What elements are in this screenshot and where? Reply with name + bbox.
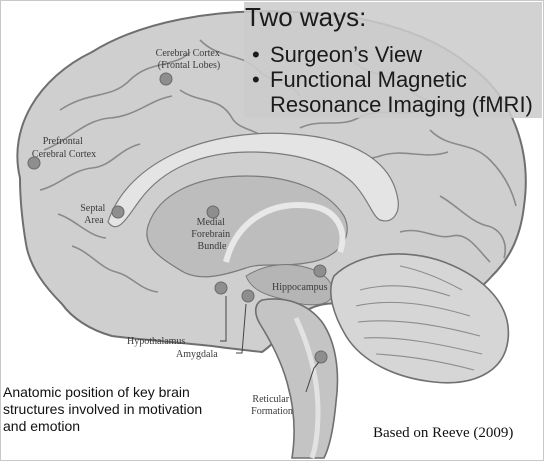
- marker-amygdala: [242, 290, 254, 302]
- label-line: Prefrontal: [43, 136, 83, 147]
- label-line: Reticular: [252, 394, 289, 405]
- label-line: Area: [84, 215, 104, 226]
- bullet-text: Functional Magnetic Resonance Imaging (f…: [270, 67, 533, 117]
- marker-cerebral-cortex: [160, 73, 172, 85]
- callout-box: Two ways: Surgeon’s View Functional Magn…: [244, 2, 542, 118]
- source-credit: Based on Reeve (2009): [373, 425, 513, 442]
- marker-hypothalamus: [215, 282, 227, 294]
- bullet-item: Surgeon’s View: [252, 42, 533, 67]
- label-line: Bundle: [198, 241, 227, 252]
- marker-hippocampus: [314, 265, 326, 277]
- marker-reticular-formation: [315, 351, 327, 363]
- bullet-item: Functional Magnetic Resonance Imaging (f…: [252, 67, 533, 117]
- marker-septal-area: [112, 206, 124, 218]
- label-hypothalamus: Hypothalamus: [127, 336, 185, 347]
- figure-caption: Anatomic position of key brain structure…: [3, 384, 223, 435]
- label-cerebral-cortex: Cerebral Cortex (Frontal Lobes): [156, 48, 223, 71]
- bullet-list: Surgeon’s View Functional Magnetic Reson…: [252, 42, 533, 117]
- label-line: Cerebral Cortex: [156, 48, 220, 59]
- label-amygdala: Amygdala: [176, 349, 218, 360]
- bullet-text: Surgeon’s View: [270, 42, 422, 67]
- label-line: Forebrain: [191, 229, 230, 240]
- label-line: Cerebral Cortex: [32, 149, 96, 160]
- label-line: Septal: [80, 203, 105, 214]
- label-line: Formation: [251, 406, 293, 417]
- callout-title: Two ways:: [245, 2, 366, 33]
- label-reticular-formation: Reticular Formation: [251, 394, 293, 417]
- label-hippocampus: Hippocampus: [272, 282, 328, 293]
- label-line: (Frontal Lobes): [158, 60, 221, 71]
- label-line: Medial: [197, 217, 226, 228]
- label-septal-area: Septal Area: [80, 203, 108, 226]
